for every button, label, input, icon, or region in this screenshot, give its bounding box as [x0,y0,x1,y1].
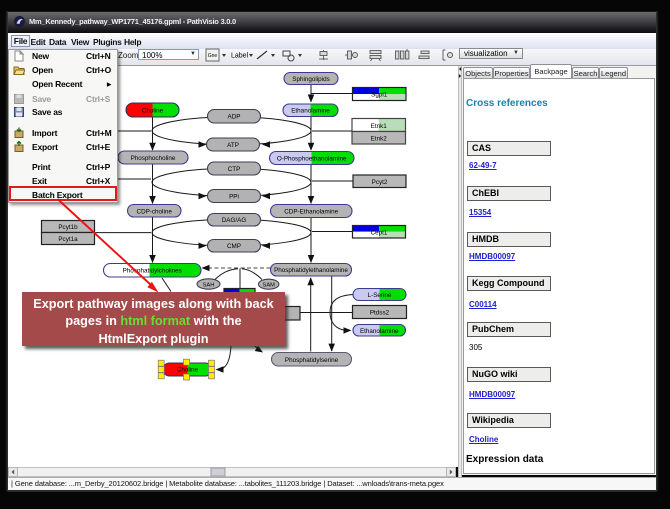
svg-text:Pcyt1b: Pcyt1b [58,224,78,231]
svg-text:CTP: CTP [228,166,241,173]
svg-text:Label: Label [231,53,249,60]
svg-text:Phosphatidylcholines: Phosphatidylcholines [123,268,182,275]
svg-text:SAM: SAM [263,283,276,289]
svg-text:Sgpl1: Sgpl1 [371,92,388,99]
svg-text:SAH: SAH [203,282,215,288]
svg-text:ATP: ATP [227,142,239,149]
svg-text:Ptdss2: Ptdss2 [370,310,390,317]
svg-text:PPi: PPi [229,193,239,200]
svg-text:Phosphatidylethanolamine: Phosphatidylethanolamine [274,267,348,274]
svg-text:Sphingolipids: Sphingolipids [292,76,329,83]
svg-text:ADP: ADP [228,114,241,121]
svg-text:Phosphocholine: Phosphocholine [131,155,176,162]
svg-text:DAG/AG: DAG/AG [222,217,247,224]
svg-text:Pcyt2: Pcyt2 [372,179,388,186]
svg-text:Ethanolamine: Ethanolamine [360,328,399,335]
svg-text:Phosphatidylserine: Phosphatidylserine [285,357,339,364]
svg-text:O-Phosphoethanolamine: O-Phosphoethanolamine [277,156,347,163]
svg-text:Cept1: Cept1 [371,230,388,237]
svg-text:Etnk1: Etnk1 [371,123,388,130]
svg-text:L-Serine: L-Serine [368,292,392,299]
svg-text:Ethanolamine: Ethanolamine [291,108,330,115]
svg-text:Choline: Choline [142,108,164,115]
svg-text:Gne: Gne [208,53,218,59]
svg-text:CDP-choline: CDP-choline [137,208,173,215]
svg-text:Pcyt1a: Pcyt1a [58,236,78,243]
svg-text:Etnk2: Etnk2 [371,136,388,143]
svg-text:CMP: CMP [227,243,241,250]
svg-text:CDP-Ethanolamine: CDP-Ethanolamine [284,208,338,215]
svg-text:Choline: Choline [177,367,199,374]
